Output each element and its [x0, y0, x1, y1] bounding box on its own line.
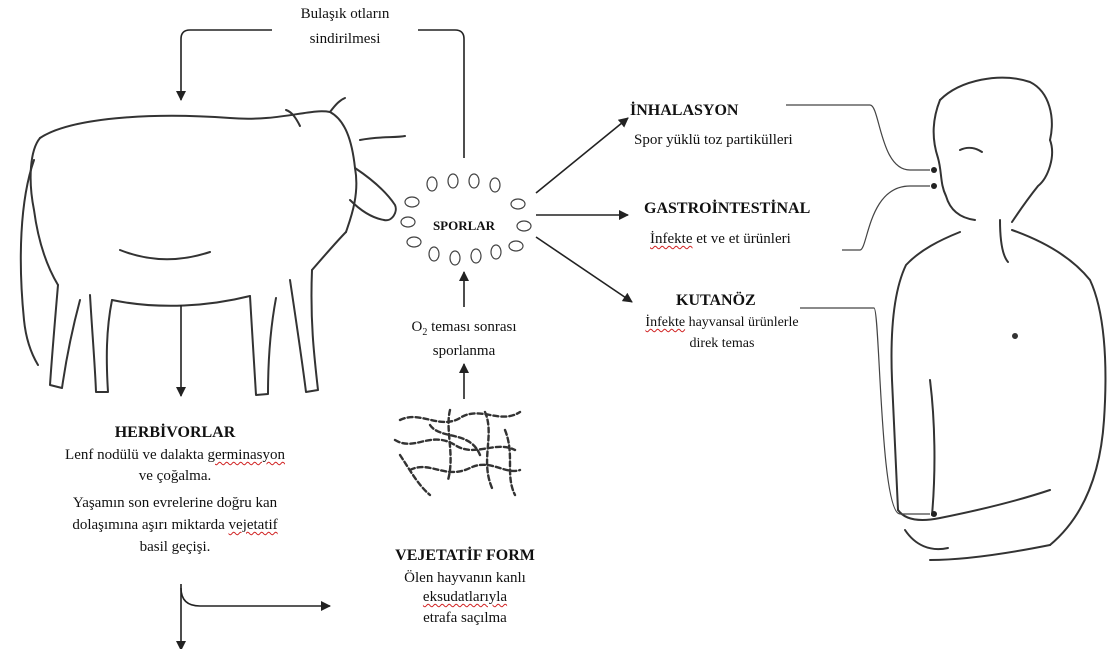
- cutaneous-desc-b: hayvansal ürünlerle: [685, 315, 799, 330]
- route-connectors: [786, 105, 937, 517]
- gastro-title: GASTROİNTESTİNAL: [644, 199, 844, 218]
- oxygen-rest: teması sonrası: [427, 319, 516, 335]
- herbivores-line1-a: Lenf nodülü ve dalakta: [65, 447, 207, 463]
- spores-label: SPORLAR: [424, 216, 504, 235]
- vegetative-bacilli: [395, 410, 520, 495]
- inhalation-desc: Spor yüklü toz partikülleri: [634, 131, 854, 150]
- herbivores-title: HERBİVORLAR: [20, 423, 330, 442]
- vegetative-title: VEJETATİF FORM: [380, 546, 550, 565]
- ingestion-line1: Bulaşık otların: [272, 5, 418, 24]
- vegetative-line3: etrafa saçılma: [380, 609, 550, 628]
- cutaneous-desc: İnfekte hayvansal ürünlerle direk temas: [622, 313, 822, 353]
- herbivores-line4-a: dolaşımına aşırı miktarda: [72, 517, 228, 533]
- herbivores-line1: Lenf nodülü ve dalakta germinasyon: [20, 446, 330, 465]
- oxygen-line2: sporlanma: [384, 342, 544, 361]
- inhalation-title: İNHALASYON: [630, 101, 790, 120]
- herbivores-line4: dolaşımına aşırı miktarda vejetatif: [20, 516, 330, 535]
- oxygen-line1: O2 teması sonrası: [384, 318, 544, 342]
- cutaneous-desc-line1: İnfekte hayvansal ürünlerle: [622, 313, 822, 332]
- cutaneous-title: KUTANÖZ: [676, 291, 786, 310]
- herbivores-line3: Yaşamın son evrelerine doğru kan: [20, 494, 330, 513]
- inhalation-block: İNHALASYON: [630, 101, 790, 120]
- cow-illustration: [21, 98, 405, 395]
- gastro-desc-a: İnfekte: [650, 231, 692, 247]
- gastro-desc: İnfekte et ve et ürünleri: [650, 230, 850, 249]
- vegetative-line2: eksudatlarıyla: [380, 588, 550, 607]
- herbivores-block: HERBİVORLAR Lenf nodülü ve dalakta germi…: [20, 423, 330, 557]
- gastro-desc-b: et ve et ürünleri: [692, 231, 790, 247]
- herbivores-line2: ve çoğalma.: [20, 467, 330, 486]
- vegetative-block: VEJETATİF FORM Ölen hayvanın kanlı eksud…: [380, 546, 550, 628]
- vegetative-line1: Ölen hayvanın kanlı: [380, 569, 550, 588]
- cutaneous-desc-line2: direk temas: [622, 334, 822, 353]
- oxygen-prefix: O: [412, 319, 423, 335]
- herbivores-line1-b: germinasyon: [207, 447, 284, 463]
- ingestion-label: Bulaşık otların sindirilmesi: [272, 5, 418, 49]
- oxygen-sporulation-label: O2 teması sonrası sporlanma: [384, 318, 544, 361]
- herbivores-line4-b: vejetatif: [229, 517, 278, 533]
- ingestion-line2: sindirilmesi: [272, 30, 418, 49]
- human-illustration: [892, 78, 1106, 560]
- cutaneous-desc-a: İnfekte: [645, 315, 685, 330]
- herbivores-line5: basil geçişi.: [20, 538, 330, 557]
